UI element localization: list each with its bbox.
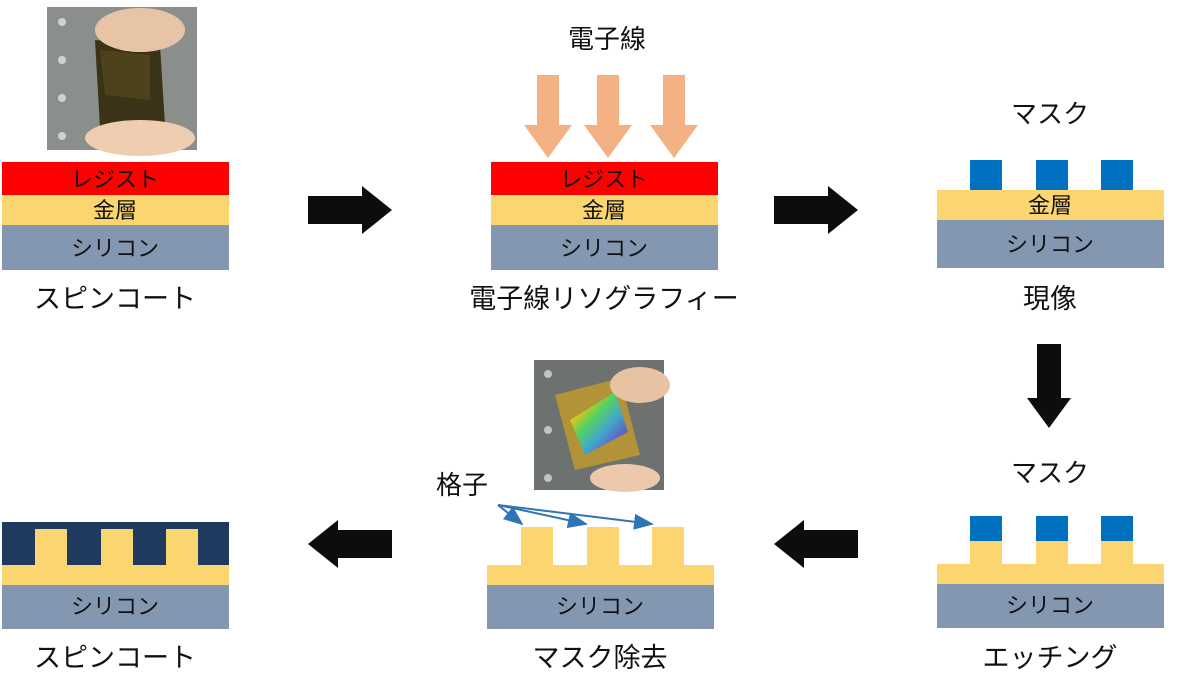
- silicon-layer: [2, 225, 229, 270]
- gold-label: 金層: [1028, 194, 1072, 219]
- step-caption-spin-coat-final: スピンコート: [34, 643, 196, 674]
- ebeam-label: 電子線: [568, 25, 646, 55]
- mask-label: マスク: [1011, 100, 1089, 130]
- flow-arrow-left-icon: [774, 520, 858, 568]
- sample-photo-rainbow: [534, 360, 670, 492]
- resist-label: レジスト: [560, 168, 648, 193]
- mask-block: [1036, 160, 1068, 190]
- silicon-label: シリコン: [560, 237, 648, 262]
- stack-etching: シリコン: [937, 516, 1164, 628]
- step-caption-development: 現像: [1023, 284, 1077, 315]
- silicon-label: シリコン: [1006, 233, 1094, 258]
- grating-pointer-lines: [497, 504, 654, 530]
- step-caption-ebeam: 電子線リソグラフィー: [469, 284, 738, 315]
- mask-block: [970, 160, 1002, 190]
- resist-label: レジスト: [71, 168, 159, 193]
- ebeam-arrows-icon: [524, 75, 698, 158]
- flow-arrow-left-icon: [308, 520, 392, 568]
- stack-spin-coat: レジスト 金層 シリコン: [2, 162, 229, 270]
- mask-block: [1101, 160, 1133, 190]
- flow-arrow-right-icon: [308, 186, 392, 234]
- mask-label: マスク: [1011, 459, 1089, 489]
- silicon-label: シリコン: [71, 595, 159, 620]
- silicon-label: シリコン: [1006, 594, 1094, 619]
- step-caption-spin-coat: スピンコート: [34, 284, 196, 315]
- mask-block: [1101, 516, 1133, 541]
- grating-label: 格子: [436, 471, 488, 501]
- step-caption-etching: エッチング: [983, 643, 1118, 674]
- silicon-label: シリコン: [556, 595, 644, 620]
- stack-ebeam: レジスト 金層 シリコン: [491, 162, 718, 270]
- stack-development: 金層 シリコン: [937, 160, 1164, 268]
- stack-spin-coat-final: シリコン: [2, 522, 229, 629]
- stack-mask-removal: シリコン: [487, 527, 714, 629]
- mask-block: [970, 516, 1002, 541]
- silicon-label: シリコン: [71, 237, 159, 262]
- gold-label: 金層: [93, 199, 137, 224]
- sample-photo-dark: [47, 7, 197, 156]
- gold-label: 金層: [582, 199, 626, 224]
- flow-arrow-right-icon: [774, 186, 858, 234]
- flow-arrow-down-icon: [1027, 344, 1071, 428]
- step-caption-mask-removal: マスク除去: [533, 643, 668, 674]
- resist-layer: [2, 162, 229, 195]
- mask-block: [1036, 516, 1068, 541]
- gold-layer: [2, 195, 229, 225]
